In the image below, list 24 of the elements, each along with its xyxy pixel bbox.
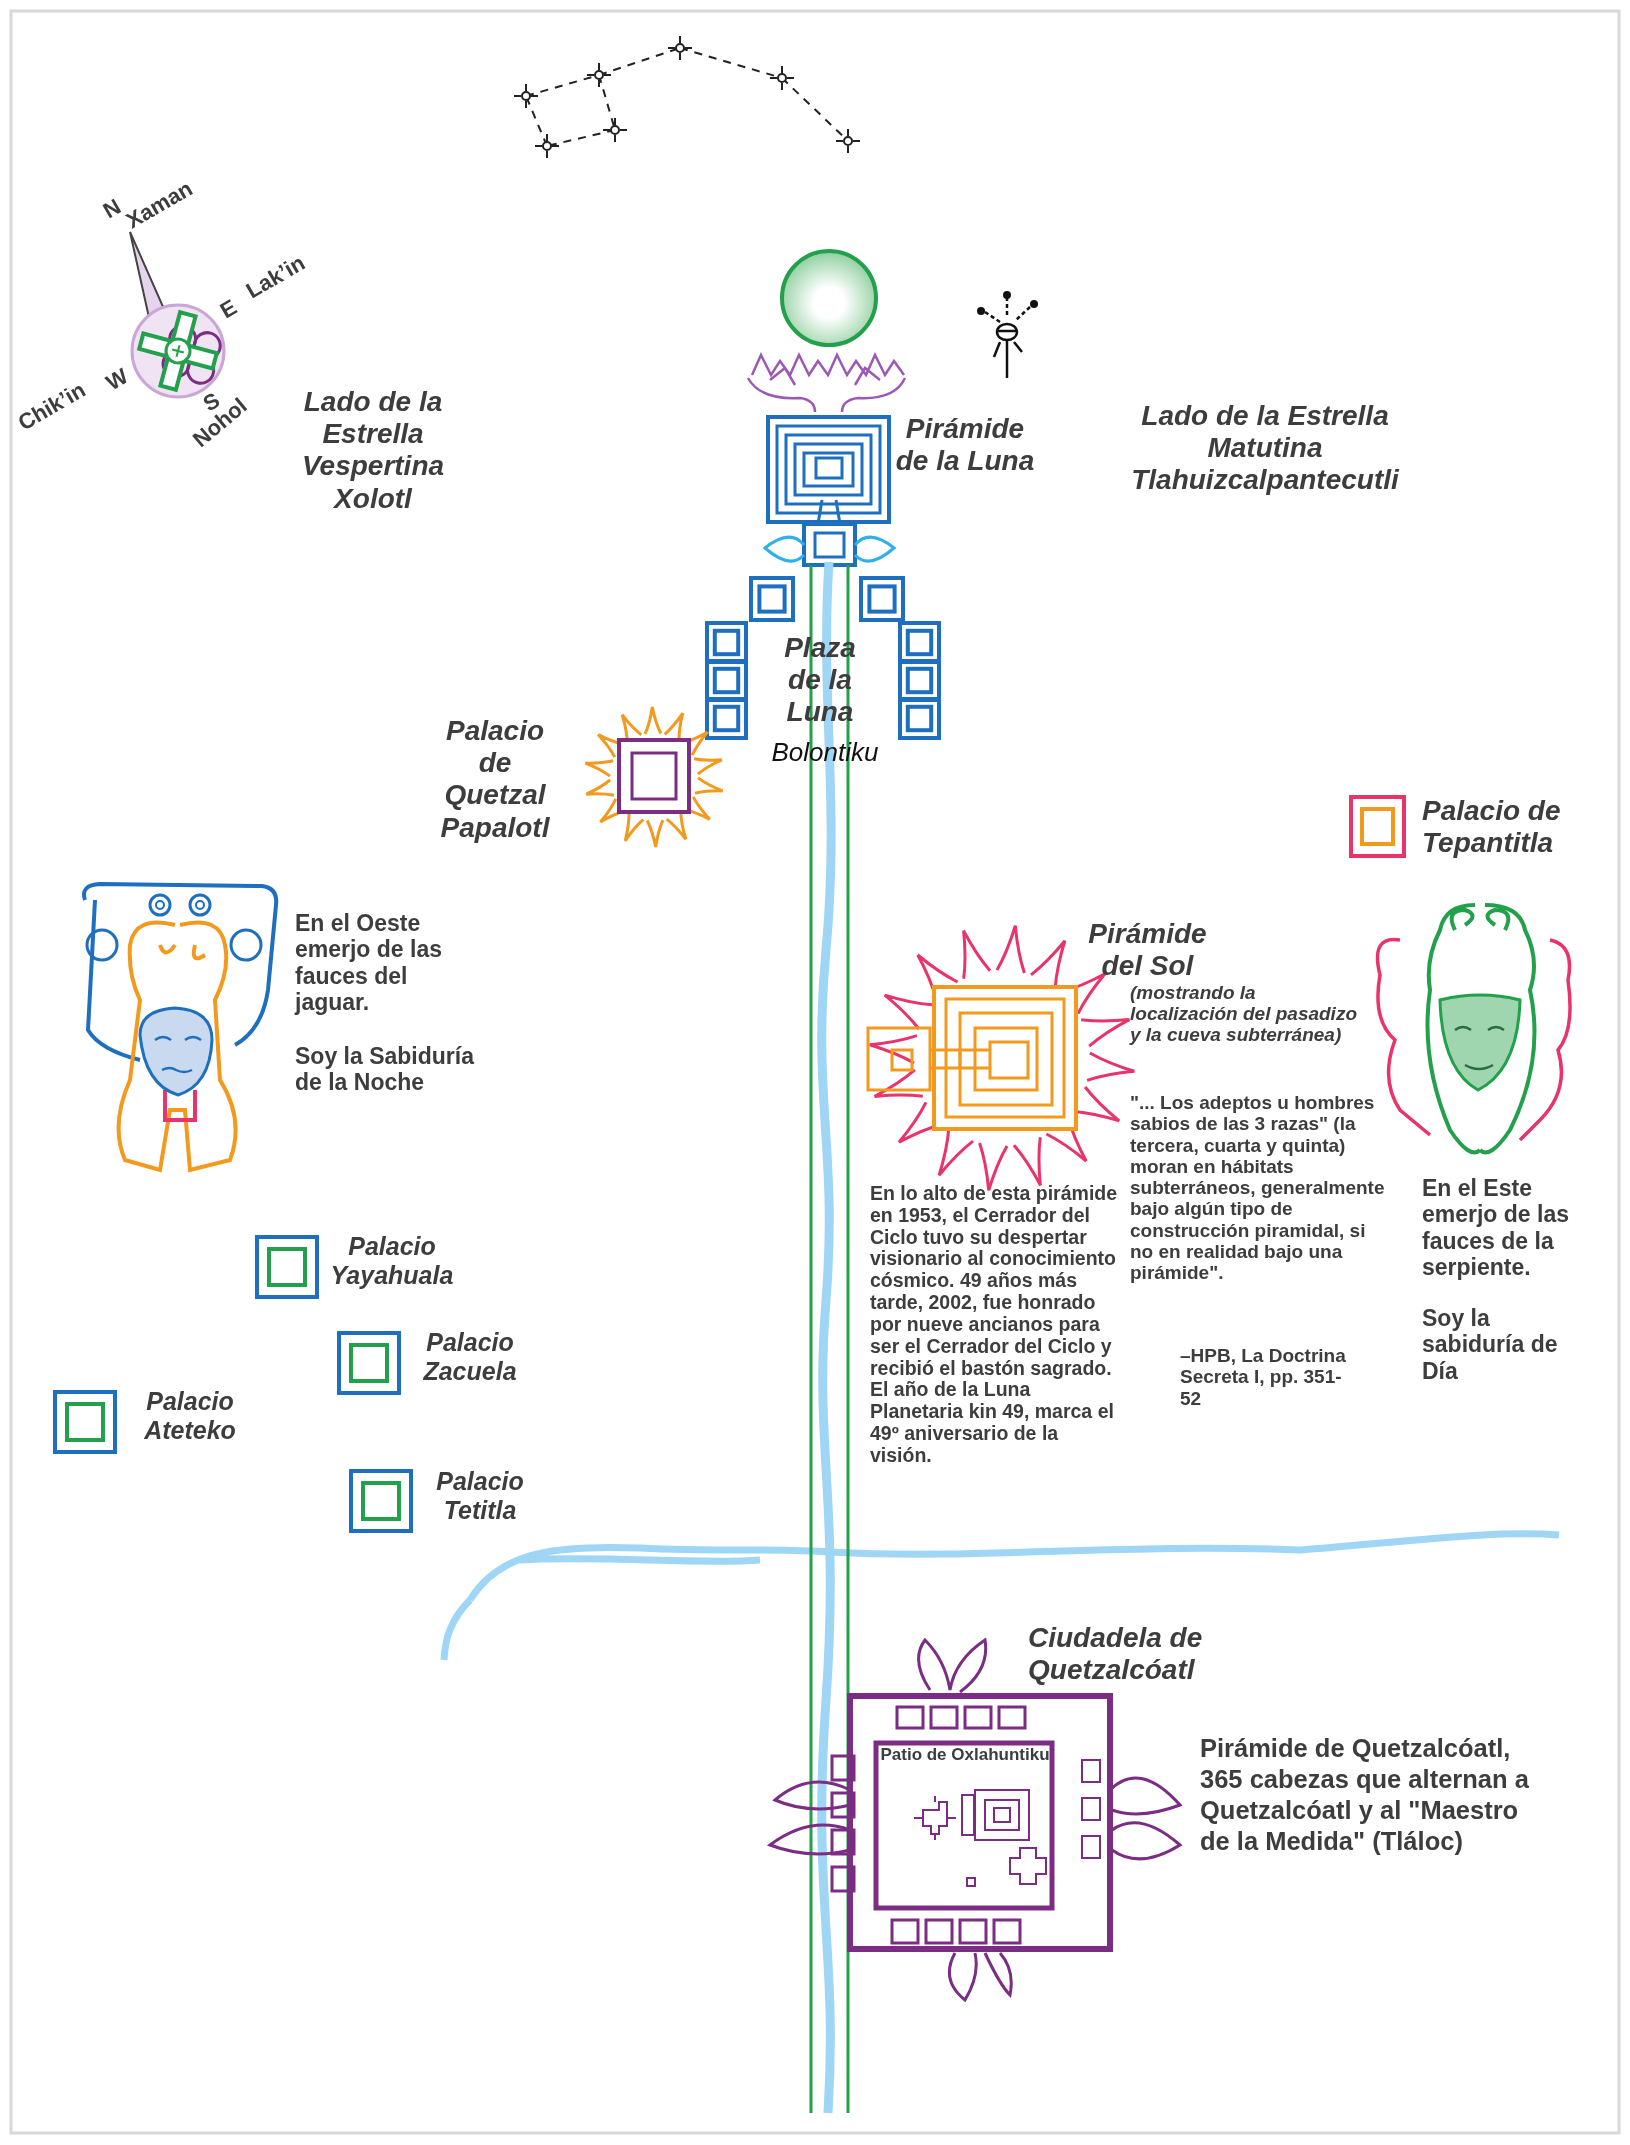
place-label: Palacio de Quetzal Papalotl bbox=[439, 715, 551, 844]
note-text: (mostrando la localización del pasadizo y la cueva subterránea) bbox=[1130, 983, 1358, 1046]
region-label: Lado de la Estrella Matutina Tlahuizcalpantecutli bbox=[1130, 400, 1401, 497]
place-label: Palacio Ateteko bbox=[143, 1387, 237, 1445]
place-label: Pirámide del Sol bbox=[1087, 918, 1208, 983]
compass-letter: W bbox=[101, 363, 133, 396]
region-label: Lado de la Estrella Vespertina Xolotl bbox=[300, 386, 446, 515]
compass-letter: E bbox=[215, 294, 242, 324]
compass-letter: N bbox=[98, 193, 125, 224]
description-text: Soy la sabiduría de Día bbox=[1422, 1305, 1559, 1385]
place-label: Pirámide de la Luna bbox=[895, 413, 1035, 478]
place-label: Ciudadela de Quetzalcóatl bbox=[1028, 1622, 1204, 1687]
description-text: En lo alto de esta pirámide en 1953, el Cerrador del Ciclo tuvo su despertar visionario al conocimiento cósmico. 49 años más tarde, 2002, fue honrado por nueve ancianos para ser el Cerrador del Ciclo y recibió el bastón sagrado. El año de la Luna Planetaria kin 49, marca el 49º aniversario de la visión. bbox=[870, 1183, 1119, 1467]
place-label: Palacio Yayahuala bbox=[329, 1232, 455, 1290]
citation-text: –HPB, La Doctrina Secreta I, pp. 351-52 bbox=[1180, 1345, 1347, 1409]
description-text: Soy la Sabiduría de la Noche bbox=[295, 1043, 476, 1096]
place-label: Palacio Tetitla bbox=[435, 1467, 525, 1525]
quote-text: "... Los adeptos u hombres sabios de las 3 razas" (la tercera, cuarta y quinta) moran en hábitats subterráneos, generalmente bajo algún tipo de construcción piramidal, si no en realidad bajo una pirámide". bbox=[1130, 1092, 1385, 1284]
description-text: En el Oeste emerjo de las fauces del jaguar. bbox=[295, 910, 444, 1016]
place-label: Patio de Oxlahuntiku bbox=[880, 1746, 1050, 1764]
description-text: En el Este emerjo de las fauces de la serpiente. bbox=[1422, 1175, 1571, 1281]
place-label: Palacio Zacuela bbox=[422, 1328, 518, 1386]
description-text: Pirámide de Quetzalcóatl, 365 cabezas que alternan a Quetzalcóatl y al "Maestro de la Medida" (Tláloc) bbox=[1200, 1733, 1530, 1858]
place-label: Palacio de Tepantitla bbox=[1422, 795, 1562, 860]
